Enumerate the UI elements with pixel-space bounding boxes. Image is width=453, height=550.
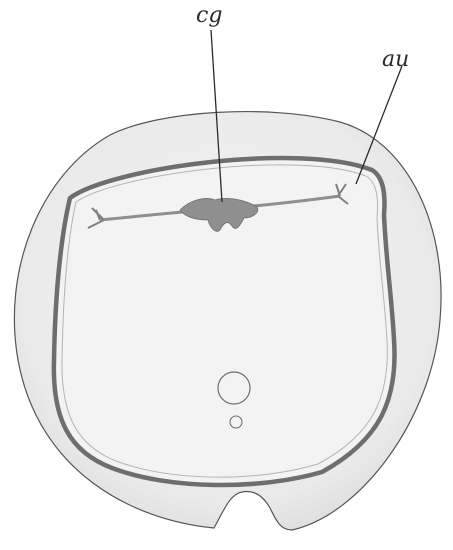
- label-cg: cg: [196, 3, 222, 28]
- label-au: au: [382, 47, 409, 72]
